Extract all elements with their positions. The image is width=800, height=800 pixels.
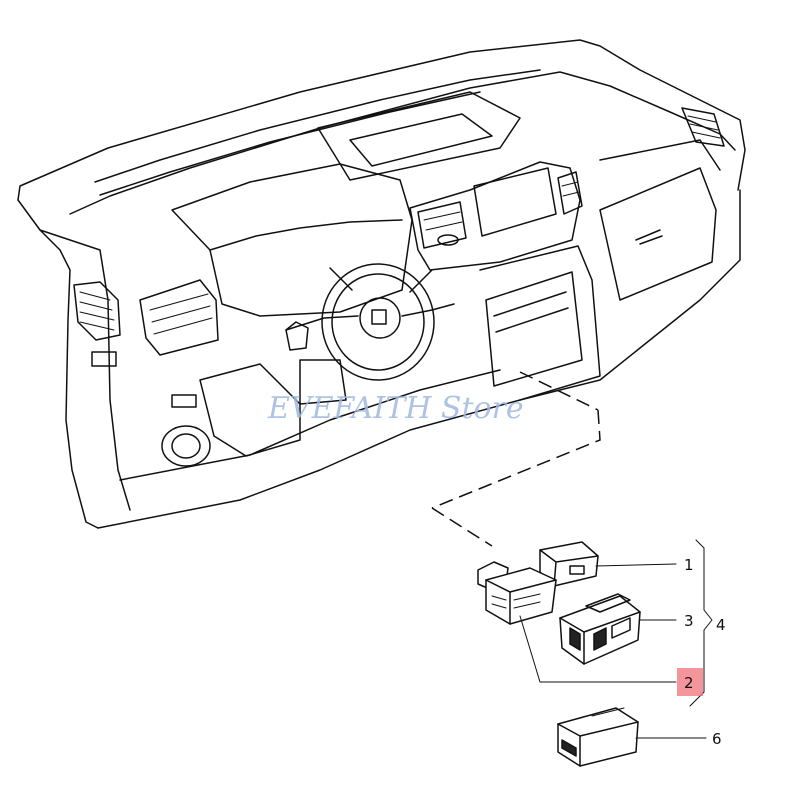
center-left-vent [139,279,219,356]
left-side-vent [73,281,121,341]
callout-3: 3 [684,612,694,630]
steering-wheel-spokes [285,267,455,331]
instrument-cluster-hood [171,163,413,317]
steering-column [299,359,347,405]
callout-6: 6 [712,730,722,748]
left-switch [91,351,117,367]
dash-lower-lip [119,369,501,481]
upper-display-pod [317,91,521,181]
dash-defrost-strip [94,69,541,196]
steering-wheel-hub [359,297,401,339]
callout-4: 4 [716,616,726,634]
center-vent-left [417,201,467,249]
headlight-knob [161,425,211,467]
glove-box [599,167,717,301]
part-3-usb-housing [559,593,641,665]
dash-top-inner [69,71,736,215]
locator-dashed-lines [431,371,601,547]
lower-left-switch [171,394,197,408]
console-lower [479,245,601,401]
callout-2-highlight [677,668,703,696]
central-vents-housing [409,161,581,271]
right-vent [681,107,725,147]
dash-bottom-edge [97,189,741,529]
dash-left-lower [39,229,131,511]
callouts: 1 3 4 2 6 [677,556,726,748]
leader-lines [519,539,713,739]
center-vent-right [557,171,583,215]
dashboard-drawing [17,39,746,529]
dash-left-end [17,199,99,529]
steering-wheel-rim [321,263,435,381]
callout-1: 1 [684,556,694,574]
infotainment-screen [473,167,557,237]
dash-top-outline [17,39,746,201]
knee-panel [199,363,301,457]
part-2-usb-module [477,561,557,625]
stalk-lever [285,321,309,351]
center-console-stack [485,271,583,387]
callout-2: 2 [684,674,694,692]
store-watermark: EVEFAITH Store [267,391,524,426]
part-6-blank-cover [557,707,639,767]
